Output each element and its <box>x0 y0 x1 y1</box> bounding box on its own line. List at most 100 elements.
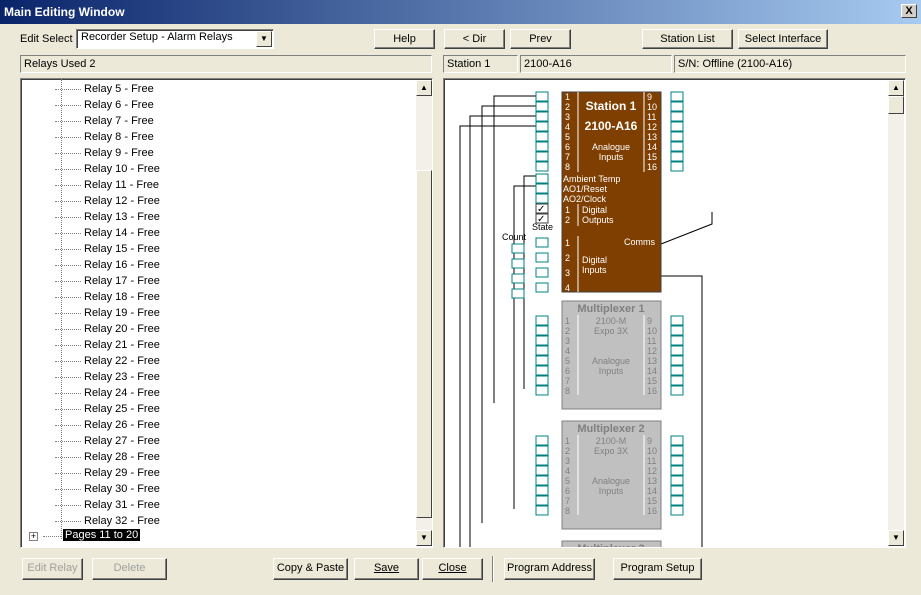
analogue-input-port[interactable] <box>670 101 684 112</box>
tree-item-relay[interactable]: Relay 24 - Free <box>55 385 160 401</box>
digital-input-state-port[interactable] <box>535 252 549 263</box>
tree-item-relay[interactable]: Relay 13 - Free <box>55 209 160 225</box>
tree-item-relay[interactable]: Relay 30 - Free <box>55 481 160 497</box>
digital-output-checkbox[interactable] <box>535 213 549 224</box>
multiplexer-input-port[interactable] <box>535 385 549 396</box>
scroll-up-icon[interactable]: ▲ <box>888 80 904 96</box>
multiplexer-input-port[interactable] <box>670 465 684 476</box>
tree-scrollbar[interactable]: ▲ ▼ <box>416 80 432 546</box>
multiplexer-input-port[interactable] <box>670 365 684 376</box>
tree-item-relay[interactable]: Relay 16 - Free <box>55 257 160 273</box>
multiplexer-input-port[interactable] <box>670 315 684 326</box>
multiplexer-input-port[interactable] <box>670 335 684 346</box>
multiplexer-input-port[interactable] <box>670 495 684 506</box>
tree-item-relay[interactable]: Relay 19 - Free <box>55 305 160 321</box>
analogue-input-port[interactable] <box>535 91 549 102</box>
analogue-input-port[interactable] <box>535 131 549 142</box>
digital-input-state-port[interactable] <box>535 282 549 293</box>
tree-item-relay[interactable]: Relay 25 - Free <box>55 401 160 417</box>
station-block[interactable]: Station 12100-A16AnalogueInputs123456789… <box>502 91 684 299</box>
close-button[interactable]: Close <box>422 558 483 580</box>
analogue-input-port[interactable] <box>535 121 549 132</box>
tree-item-relay[interactable]: Relay 11 - Free <box>55 177 159 193</box>
multiplexer-input-port[interactable] <box>670 385 684 396</box>
multiplexer-input-port[interactable] <box>535 465 549 476</box>
ambient-temp-port[interactable] <box>535 173 549 184</box>
expand-icon[interactable]: + <box>29 531 38 541</box>
tree-item-relay[interactable]: Relay 20 - Free <box>55 321 160 337</box>
analogue-input-port[interactable] <box>670 121 684 132</box>
tree-item-pages-11-20[interactable]: Pages 11 to 20 <box>63 529 141 541</box>
save-button[interactable]: Save <box>354 558 419 580</box>
edit-select-dropdown[interactable]: Recorder Setup - Alarm Relays ▼ <box>76 29 274 49</box>
multiplexer-input-port[interactable] <box>535 505 549 516</box>
multiplexer-block[interactable]: Multiplexer 3 <box>561 540 662 548</box>
tree-item-relay[interactable]: Relay 32 - Free <box>55 513 160 529</box>
tree-item-relay[interactable]: Relay 23 - Free <box>55 369 160 385</box>
digital-input-state-port[interactable] <box>535 237 549 248</box>
digital-output-checkbox[interactable] <box>535 203 549 214</box>
analogue-input-port[interactable] <box>535 151 549 162</box>
analogue-input-port[interactable] <box>670 131 684 142</box>
scroll-down-icon[interactable]: ▼ <box>888 530 904 546</box>
multiplexer-input-port[interactable] <box>670 375 684 386</box>
multiplexer-input-port[interactable] <box>535 495 549 506</box>
multiplexer-input-port[interactable] <box>535 445 549 456</box>
tree-item-relay[interactable]: Relay 12 - Free <box>55 193 160 209</box>
multiplexer-input-port[interactable] <box>535 475 549 486</box>
multiplexer-input-port[interactable] <box>535 485 549 496</box>
tree-item-relay[interactable]: Relay 26 - Free <box>55 417 160 433</box>
multiplexer-input-port[interactable] <box>670 355 684 366</box>
multiplexer-input-port[interactable] <box>670 455 684 466</box>
scroll-down-icon[interactable]: ▼ <box>416 530 432 546</box>
multiplexer-input-port[interactable] <box>535 335 549 346</box>
multiplexer-input-port[interactable] <box>535 455 549 466</box>
digital-input-state-port[interactable] <box>535 267 549 278</box>
analogue-input-port[interactable] <box>535 141 549 152</box>
scroll-thumb[interactable] <box>888 96 904 114</box>
window-title-bar[interactable]: Main Editing Window <box>0 0 921 24</box>
multiplexer-input-port[interactable] <box>670 325 684 336</box>
multiplexer-input-port[interactable] <box>670 485 684 496</box>
chevron-down-icon[interactable]: ▼ <box>256 31 272 47</box>
multiplexer-input-port[interactable] <box>670 445 684 456</box>
copy-paste-button[interactable]: Copy & Paste <box>273 558 348 580</box>
digital-input-count-port[interactable] <box>511 273 525 284</box>
program-setup-button[interactable]: Program Setup <box>613 558 702 580</box>
tree-item-relay[interactable]: Relay 31 - Free <box>55 497 160 513</box>
tree-item-relay[interactable]: Relay 18 - Free <box>55 289 160 305</box>
tree-item-relay[interactable]: Relay 5 - Free <box>55 81 154 97</box>
tree-item-relay[interactable]: Relay 28 - Free <box>55 449 160 465</box>
multiplexer-input-port[interactable] <box>670 345 684 356</box>
delete-button[interactable]: Delete <box>92 558 167 580</box>
station-list-button[interactable]: Station List <box>642 29 733 49</box>
tree-item-relay[interactable]: Relay 29 - Free <box>55 465 160 481</box>
analogue-input-port[interactable] <box>535 101 549 112</box>
multiplexer-box[interactable] <box>561 540 662 548</box>
analogue-input-port[interactable] <box>670 141 684 152</box>
analogue-input-port[interactable] <box>670 161 684 172</box>
multiplexer-input-port[interactable] <box>535 365 549 376</box>
tree-item-relay[interactable]: Relay 14 - Free <box>55 225 160 241</box>
tree-item-relay[interactable]: Relay 17 - Free <box>55 273 160 289</box>
tree-item-relay[interactable]: Relay 7 - Free <box>55 113 154 129</box>
analogue-input-port[interactable] <box>535 111 549 122</box>
diagram-scrollbar[interactable]: ▲ ▼ <box>888 80 904 546</box>
multiplexer-input-port[interactable] <box>535 355 549 366</box>
program-address-button[interactable]: Program Address <box>504 558 595 580</box>
analogue-input-port[interactable] <box>535 161 549 172</box>
analogue-input-port[interactable] <box>670 91 684 102</box>
scroll-thumb[interactable] <box>416 170 432 518</box>
ao2-clock-port[interactable] <box>535 193 549 204</box>
digital-input-count-port[interactable] <box>511 243 525 254</box>
digital-input-count-port[interactable] <box>511 258 525 269</box>
multiplexer-input-port[interactable] <box>535 315 549 326</box>
prev-button[interactable]: Prev <box>510 29 571 49</box>
ao1-reset-port[interactable] <box>535 183 549 194</box>
help-button[interactable]: Help <box>374 29 435 49</box>
tree-item-relay[interactable]: Relay 9 - Free <box>55 145 154 161</box>
